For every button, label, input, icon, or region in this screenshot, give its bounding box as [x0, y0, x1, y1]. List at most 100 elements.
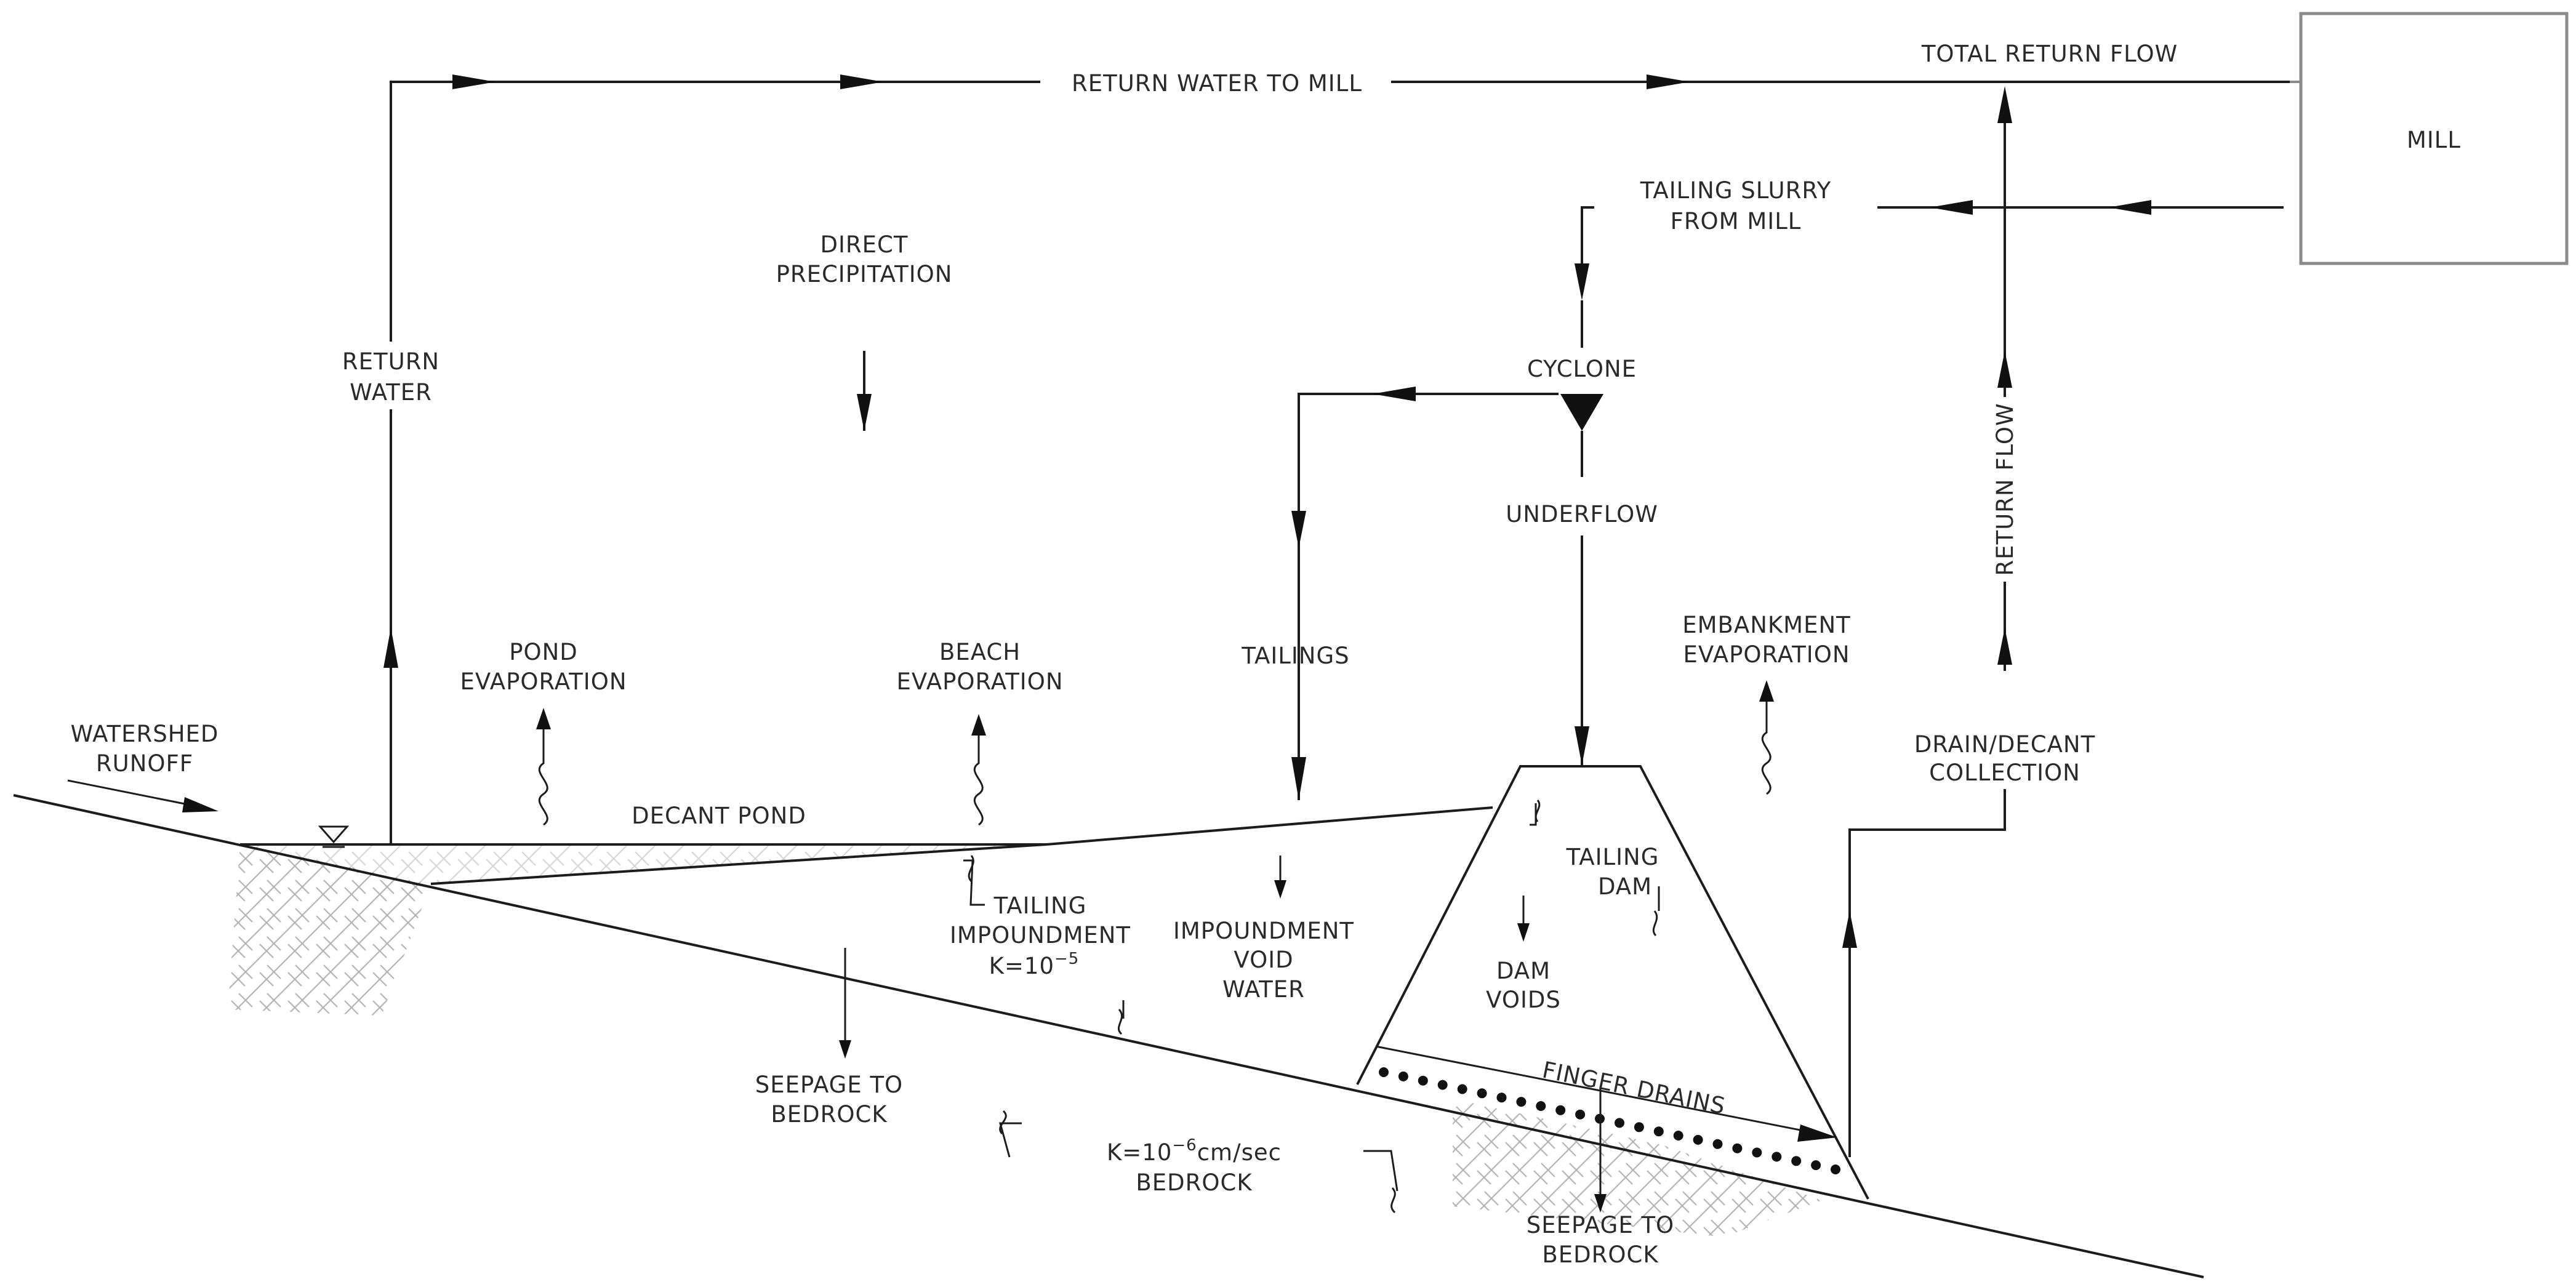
underflow-label: UNDERFLOW [1506, 501, 1658, 527]
bedrock-label: BEDROCK [1136, 1169, 1253, 1196]
tailings-label: TAILINGS [1241, 643, 1349, 669]
tailing-slurry-label-2: FROM MILL [1671, 208, 1802, 235]
embankment-evaporation-label-2: EVAPORATION [1683, 641, 1850, 668]
seepage-right-label-2: BEDROCK [1542, 1241, 1659, 1268]
impoundment-cross-section [13, 765, 2204, 1278]
cyclone-label: CYCLONE [1527, 356, 1637, 382]
tailing-slurry-line [1575, 200, 2284, 348]
beach-evaporation-label-2: EVAPORATION [896, 668, 1063, 695]
drain-dot [1516, 1097, 1527, 1107]
drain-dot [1575, 1109, 1586, 1120]
drain-dot [1693, 1134, 1703, 1145]
return-water-line [383, 74, 2290, 844]
watershed-runoff-label-2: RUNOFF [96, 750, 193, 777]
underflow-arrowhead [1575, 726, 1589, 765]
drain-dot [1831, 1165, 1840, 1174]
return-water-label: RETURN [342, 348, 439, 375]
impoundment-void-water-label: IMPOUNDMENT [1173, 918, 1354, 944]
pond-hatch [240, 844, 1046, 884]
impoundment-void-water-label-3: WATER [1222, 976, 1305, 1003]
seepage-right-label: SEEPAGE TO [1527, 1212, 1674, 1238]
pond-evaporation-label: POND [509, 639, 578, 665]
return-flow-arrowhead [1997, 628, 2012, 665]
drain-dot [1791, 1156, 1802, 1166]
return-water-arrowhead [840, 74, 883, 89]
return-water-arrowhead [383, 628, 398, 668]
dam-leader [1530, 803, 1537, 826]
tailing-impoundment-label-2: IMPOUNDMENT [950, 922, 1131, 948]
slurry-arrowhead [1575, 263, 1589, 300]
return-water-arrowhead [452, 74, 496, 89]
drain-dot [1653, 1126, 1664, 1137]
dam-voids-label-2: VOIDS [1486, 987, 1561, 1013]
drain-dot [1752, 1147, 1762, 1158]
upstream-hatch [228, 844, 431, 1016]
slurry-arrowhead [2108, 200, 2151, 215]
finger-drain-dots [1379, 1067, 1840, 1174]
beach-evaporation-label: BEACH [939, 639, 1021, 665]
drain-dot [1536, 1101, 1546, 1111]
finger-drains [1375, 1045, 1840, 1174]
tailing-impoundment-label: TAILING [993, 892, 1087, 919]
drain-collection-arrowhead [1842, 911, 1857, 948]
seepage-left-label: SEEPAGE TO [755, 1072, 903, 1098]
impoundment-k-label: K=10−5 [989, 950, 1080, 979]
seepage-right-arrowhead [1594, 1194, 1607, 1213]
seepage-left-label-2: BEDROCK [771, 1101, 888, 1128]
drain-dot [1437, 1080, 1448, 1090]
impoundment-leader [963, 859, 985, 906]
drain-dot [1555, 1105, 1566, 1115]
watershed-runoff-arrow [67, 779, 204, 809]
drain-decant-label: DRAIN/DECANT [1914, 731, 2095, 758]
cyclone-overflow-arrowhead [1373, 387, 1416, 401]
return-flow-arrowhead [1997, 351, 2012, 388]
drain-dot [1615, 1118, 1624, 1128]
drain-dot [1398, 1071, 1408, 1081]
bedrock-k-label: K=10−6cm/sec [1107, 1136, 1282, 1166]
tailing-dam-label: TAILING [1566, 844, 1659, 870]
tailing-slurry-label: TAILING SLURRY [1640, 177, 1832, 204]
tailings-arrowhead [1291, 511, 1306, 548]
tailing-dam-outline [1356, 765, 1869, 1200]
drain-dot [1634, 1122, 1644, 1133]
mill-label: MILL [2407, 127, 2461, 153]
drain-dot [1457, 1084, 1467, 1094]
beach-surface [1046, 806, 1493, 846]
finger-drains-label: FINGER DRAINS [1540, 1057, 1728, 1120]
seepage-left-arrowhead [839, 1040, 851, 1059]
mill-box [2299, 12, 2569, 265]
drain-dot [1379, 1067, 1389, 1077]
dam-voids-arrowhead [1517, 923, 1530, 942]
embankment-evaporation-squiggle [1761, 696, 1772, 795]
drain-dot [1418, 1075, 1428, 1086]
cyclone-lines [1291, 387, 1603, 800]
drain-dot [1673, 1131, 1683, 1141]
watershed-runoff-label: WATERSHED [71, 721, 219, 747]
impoundment-void-water-label-2: VOID [1234, 947, 1293, 973]
drain-dot [1477, 1088, 1487, 1099]
total-return-flow-line [1842, 86, 2012, 1157]
return-flow-arrowhead [1997, 86, 2012, 123]
return-water-to-mill-label: RETURN WATER TO MILL [1072, 70, 1362, 97]
void-water-arrowhead [1274, 880, 1286, 899]
pond-bottom [430, 843, 1047, 885]
water-level-symbol [318, 825, 350, 844]
drain-decant-label-2: COLLECTION [1929, 760, 2080, 786]
drain-dot [1772, 1152, 1782, 1162]
drain-dot [1712, 1139, 1723, 1149]
direct-precipitation-label-2: PRECIPITATION [776, 261, 953, 287]
bedrock-k-leader [999, 1122, 1022, 1158]
drain-dot [1732, 1143, 1743, 1153]
return-water-arrowhead [1647, 74, 1690, 89]
beach-evaporation-squiggle [973, 729, 984, 826]
slurry-arrowhead [1930, 200, 1973, 215]
cyclone-symbol [1560, 394, 1603, 431]
tailings-arrowhead [1291, 757, 1306, 800]
pond-evaporation-squiggle [538, 723, 548, 826]
pond-evaporation-label-2: EVAPORATION [460, 668, 627, 695]
tailing-dam-label-2: DAM [1598, 873, 1652, 900]
decant-pond-label: DECANT POND [632, 803, 806, 829]
dam-voids-label: DAM [1496, 958, 1551, 984]
drain-dot [1496, 1093, 1507, 1103]
